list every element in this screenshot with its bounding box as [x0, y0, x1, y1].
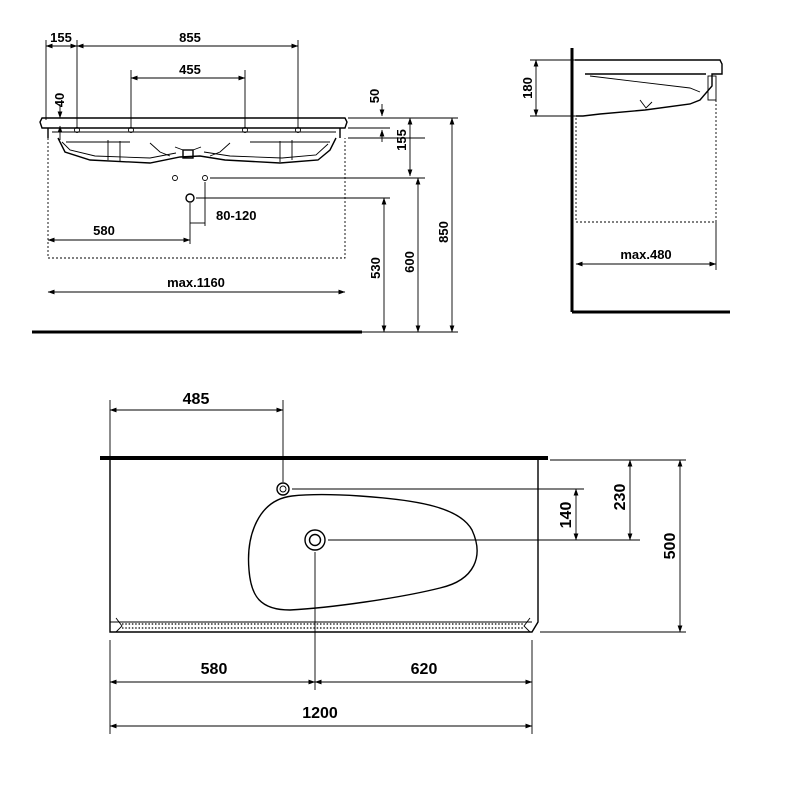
tap-hole-3: [242, 127, 248, 133]
side-view: 180 max.480: [520, 48, 730, 314]
tap-hole-2: [128, 127, 134, 133]
dim-label-530: 530: [368, 257, 383, 279]
dim-label-620: 620: [411, 661, 438, 678]
basin-bowl-underside: [57, 137, 337, 164]
dim-label-500: 500: [662, 533, 679, 560]
dim-label-580-front: 580: [93, 223, 115, 238]
basin-side-profile: [575, 59, 723, 117]
dim-label-455: 455: [179, 62, 201, 77]
dim-label-180: 180: [520, 77, 535, 99]
dim-label-580-top: 580: [201, 661, 228, 678]
dim-label-485: 485: [183, 391, 210, 408]
dim-label-50: 50: [367, 89, 382, 103]
dim-label-max1160: max.1160: [167, 275, 225, 290]
dim-label-80-120: 80-120: [216, 208, 256, 223]
dim-label-40: 40: [52, 93, 67, 107]
drain-top: [304, 529, 326, 551]
dim-label-155-top: 155: [50, 30, 72, 45]
front-view: 155 855 455 40: [32, 30, 458, 334]
waste-connection: [185, 193, 195, 203]
tap-hole-top: [276, 482, 290, 496]
dim-label-140: 140: [558, 502, 575, 529]
dim-label-max480: max.480: [620, 247, 671, 262]
basin-bowl-top: [247, 493, 478, 611]
water-connection-right: [202, 175, 208, 181]
dim-label-850: 850: [436, 221, 451, 243]
dim-label-600: 600: [402, 251, 417, 273]
tap-hole-1: [74, 127, 80, 133]
dim-label-230: 230: [612, 484, 629, 511]
vanity-side-dashed: [575, 100, 717, 223]
dim-label-155-right: 155: [394, 129, 409, 151]
basin-top-outline: [109, 460, 539, 633]
water-connection-left: [172, 175, 178, 181]
dim-label-855: 855: [179, 30, 201, 45]
basin-front-outline: [39, 117, 348, 129]
tap-hole-4: [295, 127, 301, 133]
dim-label-1200: 1200: [302, 705, 338, 722]
top-view: 485 140 230 500 580 620 1200: [100, 391, 686, 734]
